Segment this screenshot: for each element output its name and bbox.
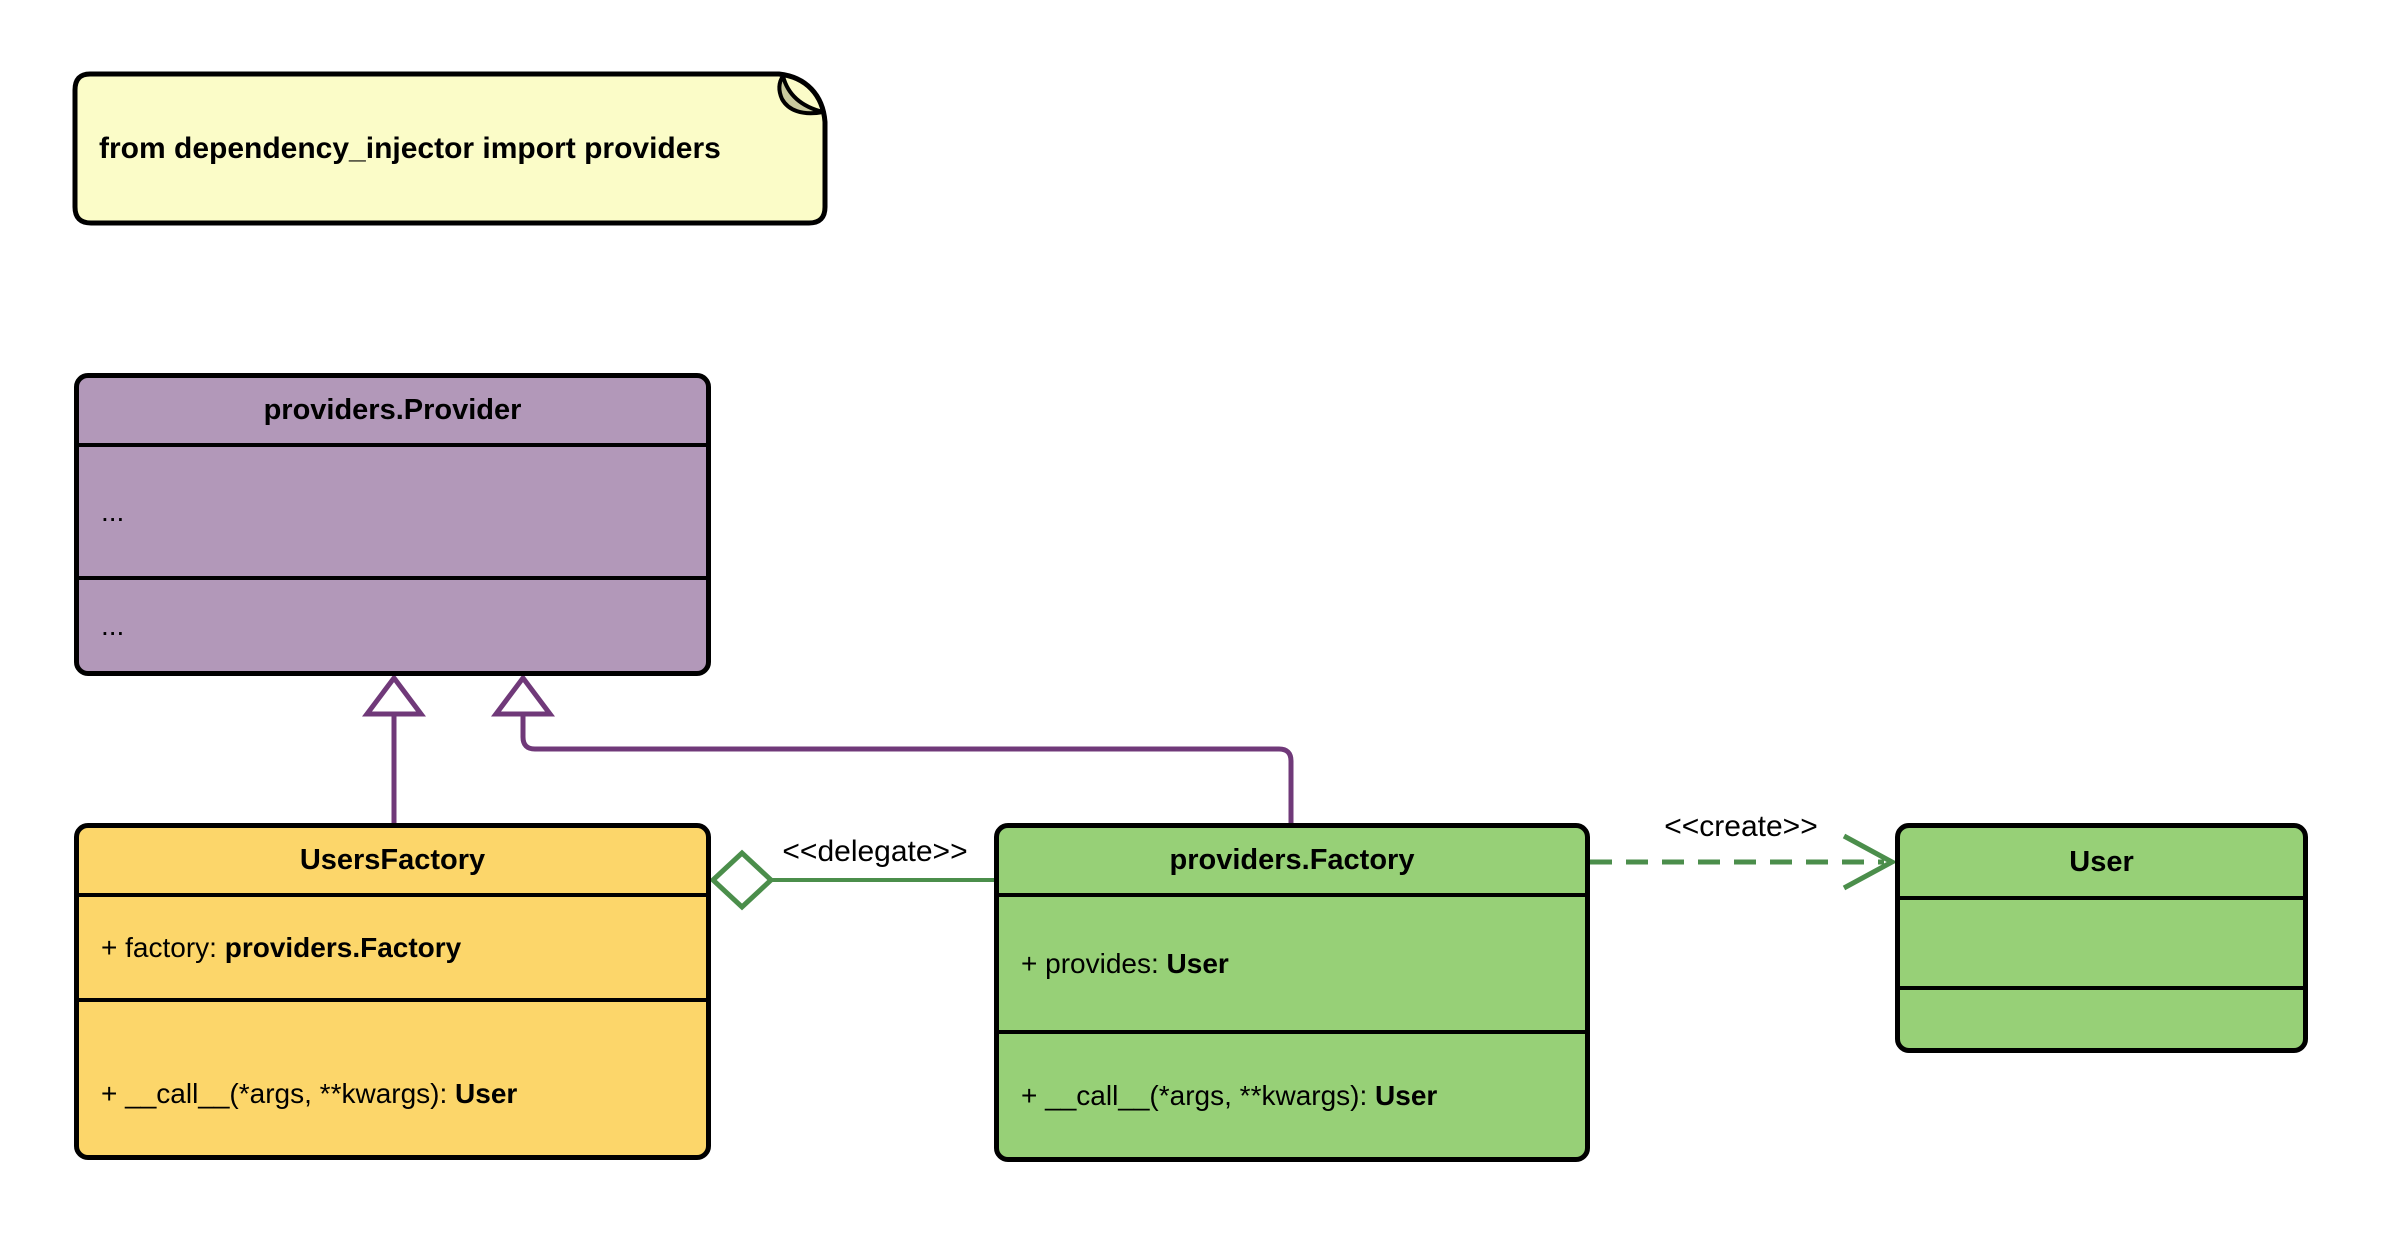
methods-compartment: ... bbox=[79, 576, 706, 671]
note: from dependency_injector import provider… bbox=[75, 74, 825, 223]
attributes-compartment: + factory: providers.Factory bbox=[79, 893, 706, 998]
create-edge-label: <<create>> bbox=[1664, 810, 1818, 843]
attribute-row: + factory: providers.Factory bbox=[101, 931, 462, 963]
delegate-edge-label: <<delegate>> bbox=[782, 835, 968, 868]
hollow-triangle-icon bbox=[362, 673, 426, 717]
class-user: User bbox=[1895, 823, 2308, 1053]
class-usersfactory: UsersFactory + factory: providers.Factor… bbox=[74, 823, 711, 1160]
generalization-factory-to-provider bbox=[491, 673, 1294, 823]
attributes-compartment bbox=[1900, 896, 2303, 986]
class-providers-factory: providers.Factory + provides: User + __c… bbox=[994, 823, 1590, 1162]
method-row: ... bbox=[101, 609, 125, 641]
method-row: + __call__(*args, **kwargs): User bbox=[101, 1077, 518, 1109]
class-title: User bbox=[2069, 845, 2134, 878]
attribute-row: ... bbox=[101, 495, 125, 527]
class-title: providers.Factory bbox=[1169, 844, 1415, 876]
attribute-row: + provides: User bbox=[1021, 947, 1229, 979]
hollow-diamond-icon bbox=[709, 849, 775, 911]
class-providers-provider: providers.Provider ... ... bbox=[74, 373, 711, 676]
method-row: + __call__(*args, **kwargs): User bbox=[1021, 1079, 1438, 1111]
class-title: providers.Provider bbox=[263, 394, 522, 426]
hollow-triangle-icon bbox=[491, 673, 555, 717]
note-text: from dependency_injector import provider… bbox=[99, 131, 721, 165]
class-title: UsersFactory bbox=[299, 844, 486, 876]
attributes-compartment: + provides: User bbox=[999, 893, 1585, 1030]
methods-compartment: + __call__(*args, **kwargs): User bbox=[999, 1030, 1585, 1157]
open-arrowhead-icon bbox=[1842, 833, 1898, 891]
methods-compartment: + __call__(*args, **kwargs): User bbox=[79, 998, 706, 1155]
generalization-usersfactory-to-provider bbox=[362, 673, 426, 823]
attributes-compartment: ... bbox=[79, 443, 706, 576]
methods-compartment bbox=[1900, 986, 2303, 1048]
